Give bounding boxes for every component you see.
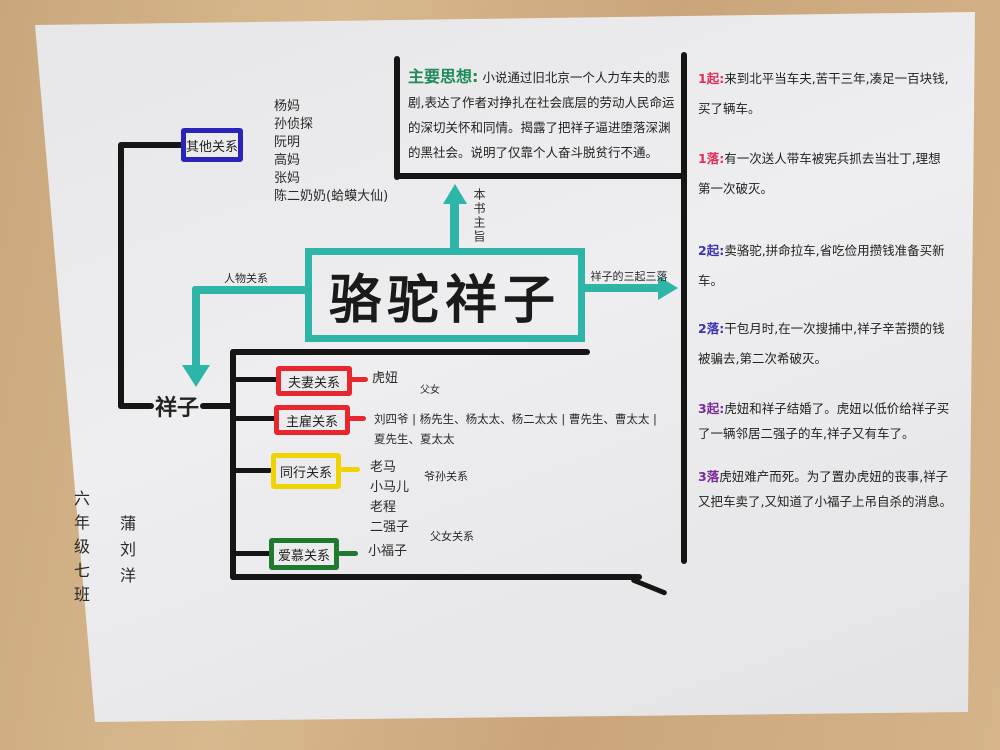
branch-stub — [340, 467, 360, 472]
event-label: 3落 — [698, 469, 720, 484]
relations-bottom-line — [230, 574, 642, 580]
name-item: 陈二奶奶(蛤蟆大仙) — [274, 189, 389, 204]
event-text: 虎妞和祥子结婚了。虎妞以低价给祥子买了一辆邻居二强子的车,祥子又有车了。 — [698, 401, 950, 441]
name-item: 杨妈 — [274, 99, 301, 114]
theme-box-left-border — [394, 56, 400, 180]
event-3-rise: 3起:虎妞和祥子结婚了。虎妞以低价给祥子买了一辆邻居二强子的车,祥子又有车了。 — [698, 396, 953, 446]
note-grandfather-grandson: 爷孙关系 — [424, 470, 468, 483]
protagonist-label: 祥子 — [155, 395, 200, 421]
relation-box-employer: 主雇关系 — [274, 405, 350, 435]
ups-downs-column: 1起:来到北平当车夫,苦干三年,凑足一百块钱,买了辆车。 1落:有一次送人带车被… — [698, 64, 953, 514]
event-1-rise: 1起:来到北平当车夫,苦干三年,凑足一百块钱,买了辆车。 — [698, 64, 953, 124]
branch-stub — [350, 377, 368, 382]
person: 小马儿 — [370, 480, 410, 495]
event-label: 1起: — [698, 71, 725, 86]
name-item: 高妈 — [274, 153, 301, 168]
author-class: 六年级七班 — [71, 490, 90, 610]
left-arrow-vertical — [192, 286, 200, 370]
left-arrow-label: 人物关系 — [224, 272, 268, 285]
event-label: 3起: — [698, 401, 725, 416]
peer-people: 老马 小马儿 老程 二强子 — [370, 458, 409, 538]
relations-vertical-line — [230, 350, 236, 580]
branch-line — [232, 551, 272, 556]
branch-stub — [338, 551, 358, 556]
branch-line — [232, 416, 276, 421]
name-item: 阮明 — [274, 135, 301, 150]
left-arrow-horizontal — [192, 286, 308, 294]
name-item: 张妈 — [274, 171, 301, 186]
protagonist-connector-right — [200, 403, 234, 409]
event-text: 虎妞难产而死。为了置办虎妞的丧事,祥子又把车卖了,又知道了小福子上吊自杀的消息。 — [698, 469, 952, 509]
up-arrow-shaft — [450, 200, 459, 252]
author-name: 蒲刘洋 — [117, 515, 136, 593]
relation-box-spouse: 夫妻关系 — [276, 366, 352, 396]
relations-top-line — [230, 349, 590, 355]
event-3-fall: 3落虎妞难产而死。为了置办虎妞的丧事,祥子又把车卖了,又知道了小福子上吊自杀的消… — [698, 464, 953, 514]
branch-stub — [348, 416, 366, 421]
event-text: 来到北平当车夫,苦干三年,凑足一百块钱,买了辆车。 — [698, 71, 949, 116]
theme-text: 小说通过旧北京一个人力车夫的悲剧,表达了作者对挣扎在社会底层的劳动人民命运的深切… — [408, 70, 675, 160]
employer-line: 夏先生、夏太太 — [374, 432, 455, 446]
event-label: 2起: — [698, 243, 725, 258]
event-2-rise: 2起:卖骆驼,拼命拉车,省吃俭用攒钱准备买新车。 — [698, 236, 953, 296]
name-item: 孙侦探 — [274, 117, 314, 132]
event-text: 干包月时,在一次搜捕中,祥子辛苦攒的钱被骗去,第二次希破灭。 — [698, 321, 945, 366]
protagonist-connector-left — [118, 403, 154, 409]
left-vertical-line — [118, 143, 124, 409]
person: 二强子 — [370, 520, 410, 535]
event-label: 1落: — [698, 151, 725, 166]
spouse-people: 虎妞 — [372, 371, 399, 386]
up-arrow-label: 本书主旨 — [472, 188, 486, 244]
event-1-fall: 1落:有一次送人带车被宪兵抓去当壮丁,理想第一次破灭。 — [698, 144, 953, 204]
note-father-daughter: 父女 — [420, 385, 440, 396]
branch-line — [232, 468, 272, 473]
divider-line — [681, 52, 687, 564]
admiration-person: 小福子 — [368, 544, 408, 559]
theme-block: 主要思想: 小说通过旧北京一个人力车夫的悲剧,表达了作者对挣扎在社会底层的劳动人… — [408, 64, 680, 165]
right-arrow-label: 祥子的三起三落 — [590, 270, 668, 283]
theme-heading: 主要思想: — [408, 67, 479, 86]
person: 老程 — [370, 500, 397, 515]
up-arrow-icon — [443, 184, 467, 204]
other-names-list: 杨妈 孙侦探 阮明 高妈 张妈 陈二奶奶(蛤蟆大仙) — [274, 98, 388, 206]
down-arrow-icon — [182, 365, 210, 387]
branch-line — [232, 377, 278, 382]
other-connector — [118, 142, 184, 148]
event-text: 有一次送人带车被宪兵抓去当壮丁,理想第一次破灭。 — [698, 151, 941, 196]
relation-box-peers: 同行关系 — [271, 453, 341, 489]
event-label: 2落: — [698, 321, 725, 336]
right-arrow-shaft — [578, 284, 662, 292]
event-2-fall: 2落:干包月时,在一次搜捕中,祥子辛苦攒的钱被骗去,第二次希破灭。 — [698, 314, 953, 374]
theme-box-bottom-border — [394, 173, 686, 179]
employer-line: 刘四爷 | 杨先生、杨太太、杨二太太 | 曹先生、曹太太 | — [374, 412, 657, 426]
event-text: 卖骆驼,拼命拉车,省吃俭用攒钱准备买新车。 — [698, 243, 945, 288]
other-relations-box: 其他关系 — [181, 128, 243, 162]
note-father-daughter-2: 父女关系 — [430, 530, 474, 543]
person: 老马 — [370, 460, 397, 475]
right-arrow-icon — [658, 276, 678, 300]
employer-people: 刘四爷 | 杨先生、杨太太、杨二太太 | 曹先生、曹太太 | 夏先生、夏太太 — [374, 409, 657, 449]
book-title: 骆驼祥子 — [305, 248, 585, 342]
relation-box-admiration: 爱慕关系 — [269, 538, 339, 570]
